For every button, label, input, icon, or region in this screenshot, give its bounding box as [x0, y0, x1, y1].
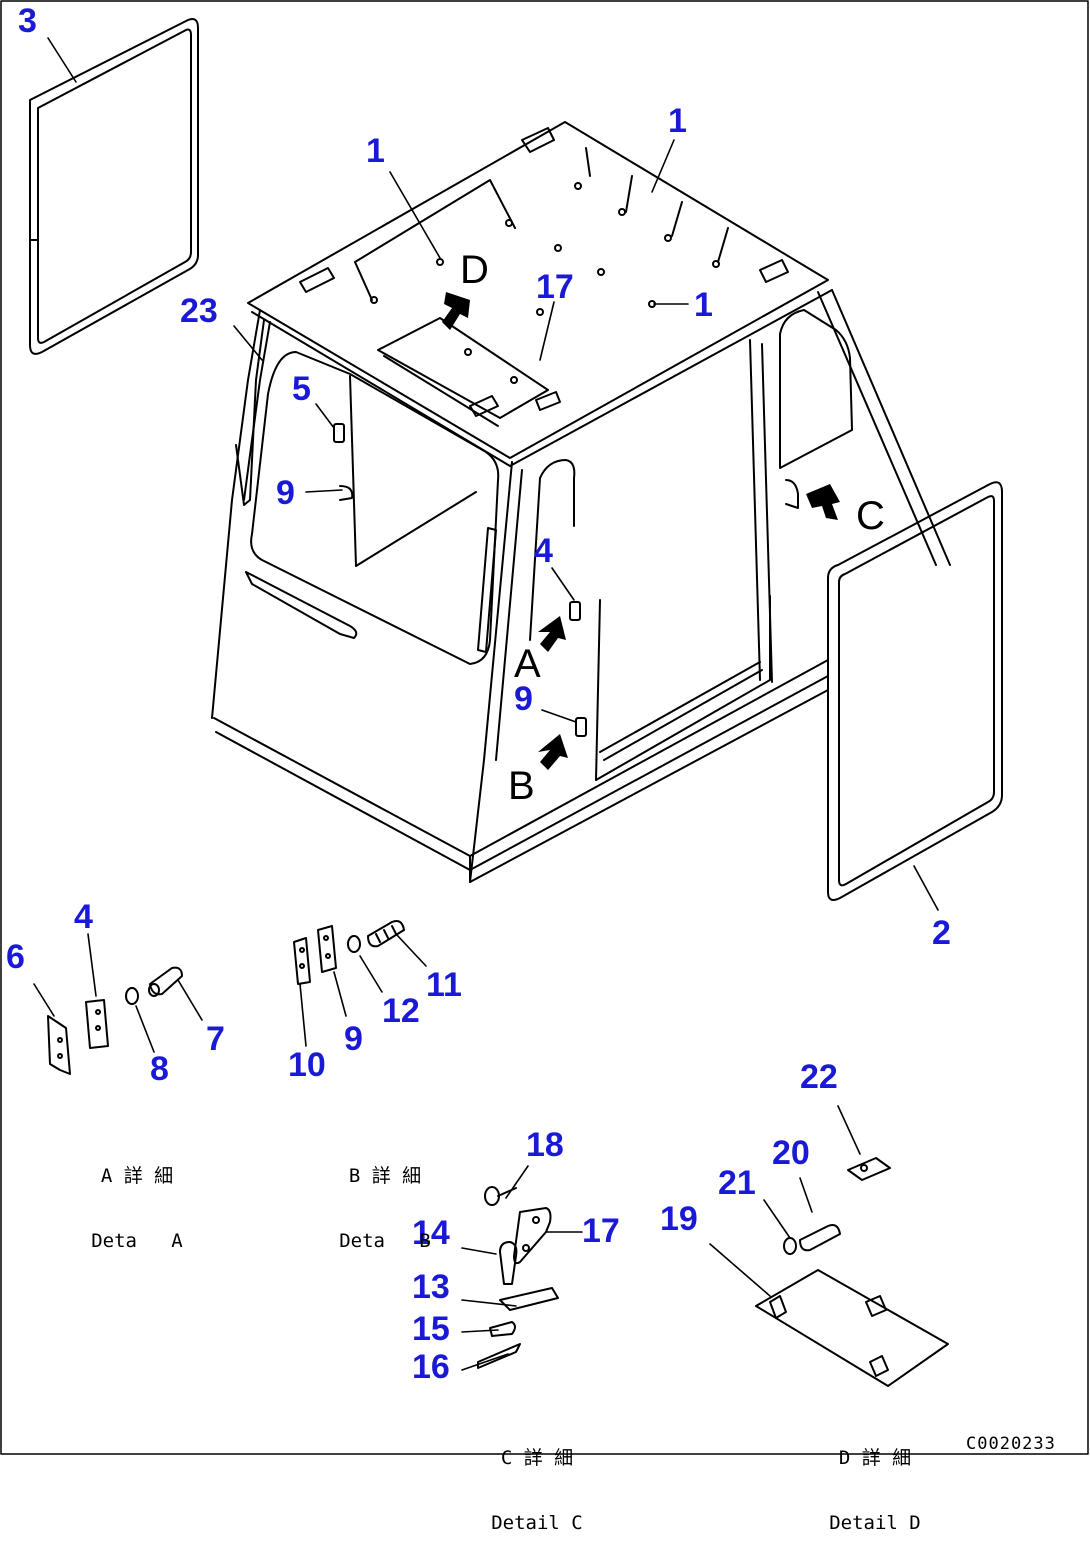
detail-b-parts	[293, 920, 405, 985]
part-3-window-seal	[29, 18, 199, 355]
callout-9-side: 9	[514, 680, 533, 718]
arrow-A	[538, 616, 566, 652]
line-drawing	[0, 0, 1089, 1455]
callout-4-side: 4	[534, 532, 553, 570]
arrow-B	[538, 734, 568, 770]
callout-20: 20	[772, 1134, 810, 1172]
callout-1-roof-center: 1	[694, 286, 713, 324]
detail-d-en: Detail D	[829, 1512, 921, 1535]
detail-a-en: Deta A	[91, 1230, 183, 1253]
drawing-code: C0020233	[966, 1434, 1056, 1454]
callout-22: 22	[800, 1058, 838, 1096]
callout-16: 16	[412, 1348, 450, 1386]
detail-b-caption: B 詳 細 Deta B	[330, 1122, 440, 1275]
callout-14: 14	[412, 1214, 450, 1252]
detail-d-parts	[755, 1157, 949, 1387]
callout-11: 11	[426, 966, 462, 1004]
arrow-D	[442, 292, 470, 330]
callout-4-detail: 4	[74, 898, 93, 936]
view-arrows	[442, 292, 840, 770]
cab-body	[211, 121, 951, 883]
detail-a-jp: A 詳 細	[100, 1164, 174, 1187]
callout-7: 7	[206, 1020, 225, 1058]
detail-c-caption: C 詳 細 Detail C	[482, 1404, 592, 1557]
callout-1-roof-right: 1	[668, 102, 687, 140]
callout-19: 19	[660, 1200, 698, 1238]
callout-21: 21	[718, 1164, 756, 1202]
view-letter-b: B	[508, 764, 535, 808]
detail-a-parts	[47, 966, 183, 1075]
detail-c-parts	[477, 1186, 559, 1369]
callout-10: 10	[288, 1046, 326, 1084]
leader-lines	[33, 37, 939, 1371]
view-letter-c: C	[856, 494, 885, 538]
callout-5: 5	[292, 370, 311, 408]
view-letter-d: D	[460, 248, 489, 292]
part-2-window-seal	[827, 481, 1003, 901]
callout-17-roof: 17	[536, 268, 574, 306]
callout-23: 23	[180, 292, 218, 330]
drawing-border	[0, 0, 1089, 1455]
callout-8: 8	[150, 1050, 169, 1088]
callout-13: 13	[412, 1268, 450, 1306]
callout-6: 6	[6, 938, 25, 976]
callout-9-rear: 9	[276, 474, 295, 512]
arrow-C	[806, 484, 840, 520]
callout-3: 3	[18, 2, 37, 40]
detail-c-en: Detail C	[491, 1512, 583, 1535]
detail-b-jp: B 詳 細	[348, 1164, 422, 1187]
callout-18: 18	[526, 1126, 564, 1164]
callout-2: 2	[932, 914, 951, 952]
callout-9-detail: 9	[344, 1020, 363, 1058]
callout-1-roof-left: 1	[366, 132, 385, 170]
callout-17-detail: 17	[582, 1212, 620, 1250]
detail-d-caption: D 詳 細 Detail D	[820, 1404, 930, 1557]
detail-b-en: Deta B	[339, 1230, 431, 1253]
detail-c-jp: C 詳 細	[500, 1446, 574, 1469]
callout-15: 15	[412, 1310, 450, 1348]
detail-a-caption: A 詳 細 Deta A	[82, 1122, 192, 1275]
view-letter-a: A	[514, 642, 541, 686]
detail-d-jp: D 詳 細	[838, 1446, 912, 1469]
callout-12: 12	[382, 992, 420, 1030]
